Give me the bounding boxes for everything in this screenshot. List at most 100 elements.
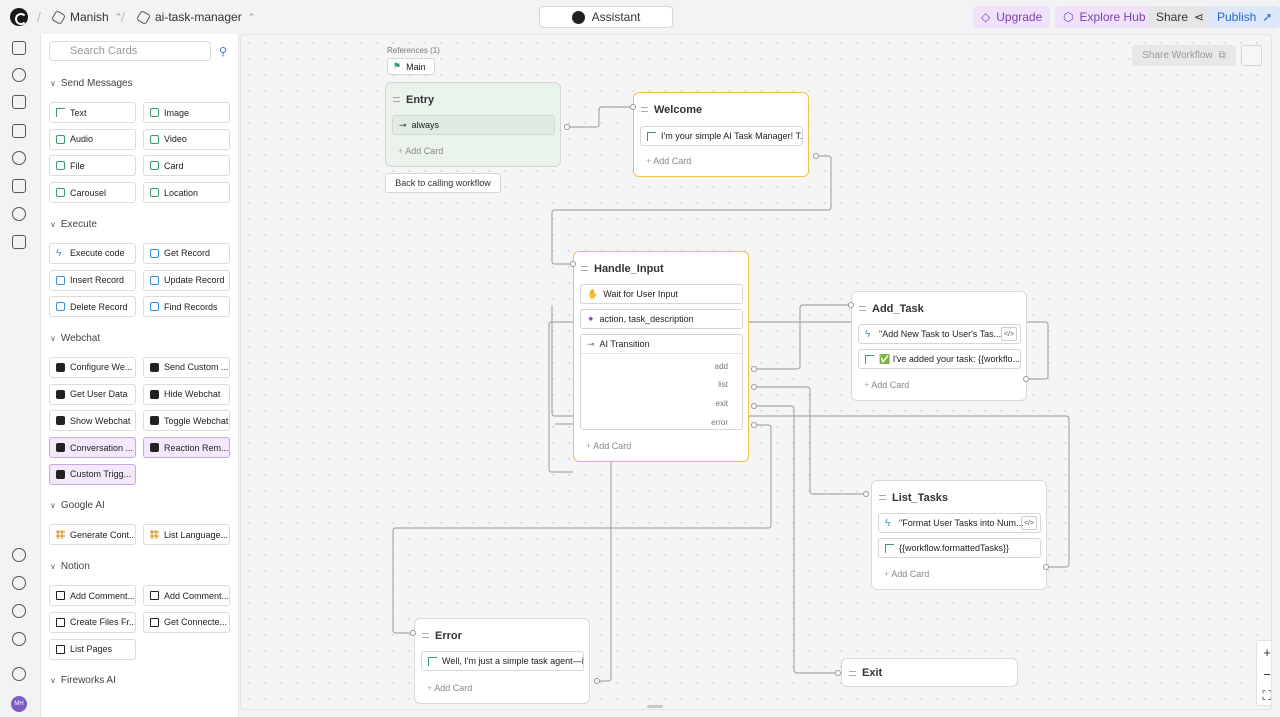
community-icon[interactable]: [12, 548, 26, 562]
execute-code-card[interactable]: ϟ"Add New Task to User's Tas... </>: [858, 324, 1021, 344]
upgrade-button[interactable]: ◇ Upgrade: [973, 6, 1051, 28]
anchor-icon[interactable]: [12, 207, 26, 221]
execute-code-card[interactable]: ϟ"Format User Tasks into Num... </>: [878, 513, 1041, 533]
section-header[interactable]: ∨Notion: [50, 561, 90, 573]
capture-variables-card[interactable]: ✦action, task_description: [580, 309, 743, 329]
port[interactable]: [863, 491, 869, 497]
port[interactable]: [751, 384, 757, 390]
zoom-in-button[interactable]: +: [1263, 644, 1271, 660]
node-list-tasks[interactable]: List_Tasks ϟ"Format User Tasks into Num.…: [871, 480, 1047, 590]
port[interactable]: [848, 302, 854, 308]
card-text[interactable]: Text: [49, 102, 136, 123]
section-header[interactable]: ∨Google AI: [50, 500, 105, 512]
code-icon[interactable]: </>: [1021, 516, 1037, 530]
back-to-calling-workflow-button[interactable]: Back to calling workflow: [385, 173, 501, 193]
card-configure-we[interactable]: Configure We...: [49, 356, 136, 378]
workflow-icon[interactable]: [12, 68, 26, 82]
add-card-button[interactable]: Add Card: [864, 380, 909, 390]
port[interactable]: [751, 422, 757, 428]
card-card[interactable]: Card: [143, 155, 230, 177]
drag-handle-icon[interactable]: [422, 633, 429, 638]
node-handle-input[interactable]: Handle_Input ✋Wait for User Input ✦actio…: [573, 251, 749, 462]
port[interactable]: [564, 124, 570, 130]
avatar[interactable]: MH: [11, 696, 27, 712]
home-icon[interactable]: [12, 41, 26, 55]
history-icon[interactable]: [12, 576, 26, 590]
workspace-selector[interactable]: Manish ⌃: [50, 6, 122, 28]
section-header[interactable]: ∨Webchat: [50, 332, 101, 344]
node-welcome[interactable]: Welcome I'm your simple AI Task Manager!…: [633, 92, 809, 177]
drag-handle-icon[interactable]: [879, 495, 886, 500]
card-hide-webchat[interactable]: Hide Webchat: [143, 383, 230, 405]
wait-for-user-input-card[interactable]: ✋Wait for User Input: [580, 284, 743, 304]
node-add-task[interactable]: Add_Task ϟ"Add New Task to User's Tas...…: [851, 291, 1027, 401]
port[interactable]: [751, 366, 757, 372]
workflow-canvas[interactable]: References (1) ⚑ Main Share Workflow ⧉ E…: [240, 34, 1272, 710]
port[interactable]: [1023, 376, 1029, 382]
section-header[interactable]: ∨Fireworks AI: [50, 675, 116, 687]
bot-icon[interactable]: [12, 179, 26, 193]
explore-hub-button[interactable]: ⬡ Explore Hub: [1055, 6, 1154, 28]
share-button[interactable]: Share ⋖: [1148, 6, 1213, 28]
add-card-button[interactable]: Add Card: [884, 569, 929, 579]
card-add-comment[interactable]: Add Comment...: [49, 585, 136, 607]
search-cards-input[interactable]: [49, 41, 211, 61]
card-add-comment[interactable]: Add Comment...: [143, 585, 230, 607]
add-card-button[interactable]: Add Card: [586, 441, 631, 451]
project-selector[interactable]: ai-task-manager ⌃: [135, 6, 255, 28]
drag-handle-icon[interactable]: [859, 306, 866, 311]
port[interactable]: [813, 153, 819, 159]
transition-always[interactable]: ⊸always: [392, 115, 555, 135]
port[interactable]: [594, 678, 600, 684]
card-send-custom[interactable]: Send Custom ...: [143, 356, 230, 378]
port[interactable]: [570, 261, 576, 267]
add-card-button[interactable]: Add Card: [398, 146, 443, 156]
fit-view-button[interactable]: ⛶: [1262, 688, 1272, 703]
bookmark-icon[interactable]: [12, 235, 26, 249]
card-video[interactable]: Video: [143, 128, 230, 150]
node-entry[interactable]: Entry ⊸always Add Card: [385, 82, 561, 167]
assistant-button[interactable]: Assistant: [539, 6, 673, 28]
port[interactable]: [630, 104, 636, 110]
card-audio[interactable]: Audio: [49, 128, 136, 150]
horizontal-scrollbar[interactable]: [647, 705, 663, 708]
node-exit[interactable]: Exit: [841, 658, 1018, 687]
card-create-files-fr[interactable]: Create Files Fr...: [49, 611, 136, 633]
publish-button[interactable]: Publish ➚: [1209, 6, 1280, 28]
table-icon[interactable]: [12, 124, 26, 138]
text-card[interactable]: {{workflow.formattedTasks}}: [878, 538, 1041, 558]
drag-handle-icon[interactable]: [393, 97, 400, 102]
card-carousel[interactable]: Carousel: [49, 182, 136, 204]
card-get-record[interactable]: Get Record: [143, 242, 230, 264]
section-header[interactable]: ∨Execute: [50, 218, 97, 230]
card-get-user-data[interactable]: Get User Data: [49, 383, 136, 405]
card-file[interactable]: File: [49, 155, 136, 177]
settings-gear-icon[interactable]: [12, 604, 26, 618]
card-custom-trigg[interactable]: Custom Trigg...: [49, 463, 136, 485]
panel-toggle-icon[interactable]: [1241, 45, 1262, 66]
card-list-pages[interactable]: List Pages: [49, 638, 136, 660]
section-header[interactable]: ∨Send Messages: [50, 78, 133, 89]
card-update-record[interactable]: Update Record: [143, 269, 230, 291]
integrations-icon[interactable]: [12, 151, 26, 165]
card-location[interactable]: Location: [143, 182, 230, 204]
port[interactable]: [835, 670, 841, 676]
card-find-records[interactable]: Find Records: [143, 296, 230, 318]
pin-icon[interactable]: ⚲: [219, 46, 228, 58]
card-toggle-webchat[interactable]: Toggle Webchat: [143, 410, 230, 432]
port[interactable]: [410, 630, 416, 636]
card-conversation[interactable]: Conversation ...: [49, 437, 136, 458]
zoom-out-button[interactable]: −: [1263, 666, 1271, 682]
card-reaction-rem[interactable]: Reaction Rem...: [143, 437, 230, 458]
card-get-connecte[interactable]: Get Connecte...: [143, 611, 230, 633]
app-logo-icon[interactable]: [10, 8, 28, 26]
text-card[interactable]: ✅ I've added your task: {{workflo...: [858, 349, 1021, 369]
card-generate-cont[interactable]: Generate Cont...: [49, 524, 136, 546]
share-workflow-button[interactable]: Share Workflow ⧉: [1132, 45, 1236, 66]
main-tab[interactable]: ⚑ Main: [387, 58, 435, 75]
code-icon[interactable]: </>: [1001, 327, 1017, 341]
node-error[interactable]: Error Well, I'm just a simple task agent…: [414, 618, 590, 704]
ai-transition-card[interactable]: ⊸AI Transition add list exit error: [580, 334, 743, 430]
add-card-button[interactable]: Add Card: [427, 683, 472, 693]
